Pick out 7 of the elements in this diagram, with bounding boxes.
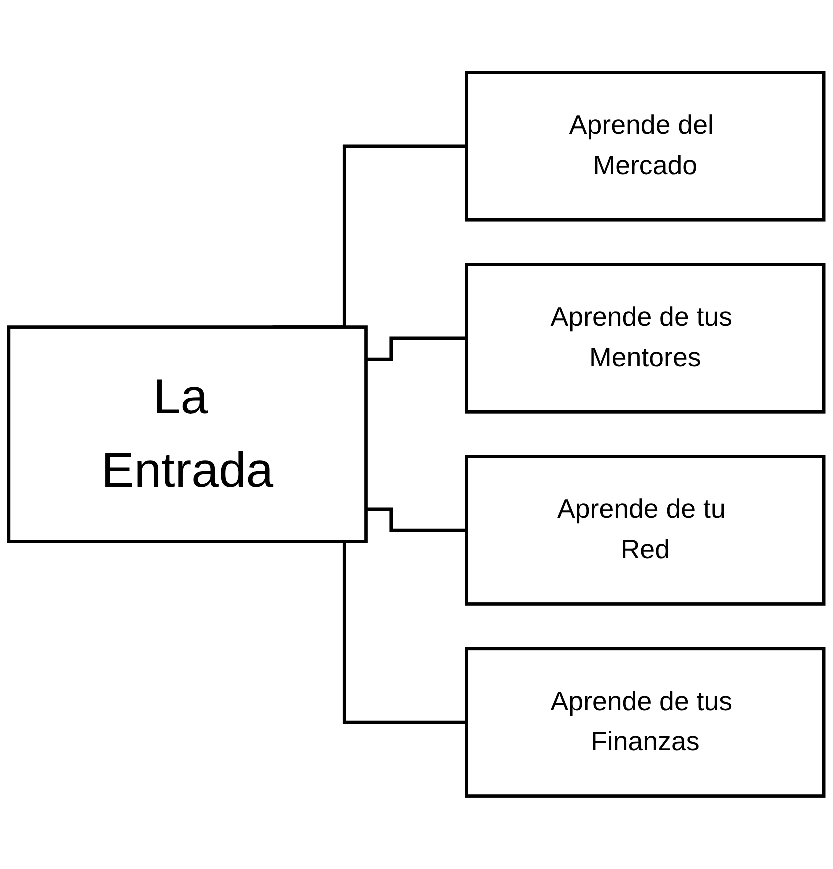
connector bbox=[366, 336, 467, 362]
connector bbox=[366, 508, 467, 532]
node-box: Aprende de tus Finanzas bbox=[465, 647, 826, 798]
node-box: La Entrada bbox=[7, 326, 368, 544]
node-box: Aprende de tus Mentores bbox=[465, 263, 826, 414]
node-box: Aprende de tu Red bbox=[465, 455, 826, 606]
node-box: Aprende del Mercado bbox=[465, 71, 826, 222]
